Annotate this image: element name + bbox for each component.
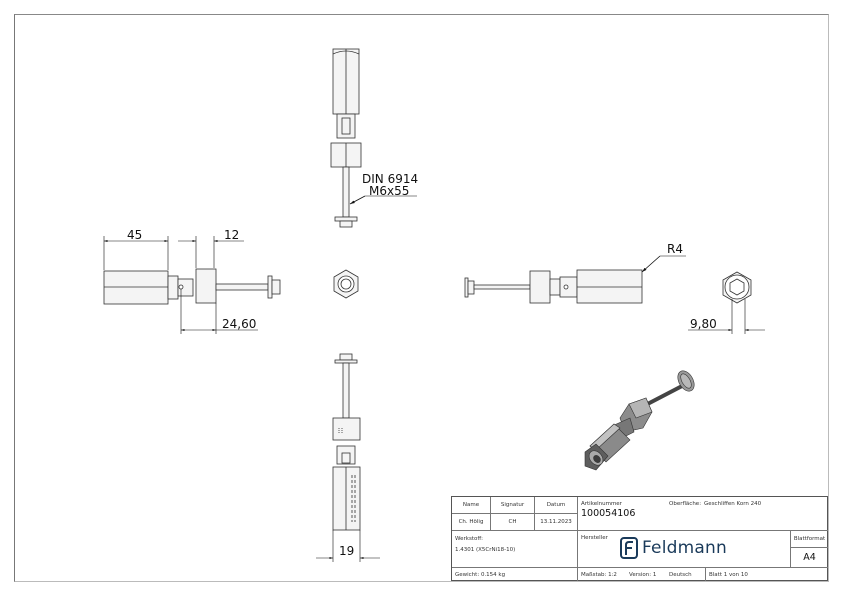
right-end-dimensions (688, 299, 765, 334)
din-callout: DIN 6914 M6x55 (349, 172, 418, 205)
bottom-view-dimensions (316, 530, 380, 562)
surface-value: Geschliffen Korn 240 (704, 501, 762, 507)
isometric-view (584, 370, 695, 471)
dim-24-60: 24,60 (222, 317, 256, 331)
manufacturer-label: Hersteller (581, 535, 608, 541)
scale: Maßstab: 1:2 (581, 571, 617, 578)
surface-label: Oberfläche: (669, 501, 702, 507)
version: Version: 1 (629, 571, 657, 578)
dim-19: 19 (339, 544, 354, 558)
manufacturer-cell: Hersteller (578, 531, 791, 568)
top-view (330, 48, 362, 228)
bottom-view (332, 353, 361, 531)
left-view-dimensions (103, 236, 258, 334)
sheet-number: Blatt 1 von 10 (709, 571, 748, 578)
center-end-view (333, 269, 359, 299)
logo-text: Feldmann (642, 538, 727, 558)
material-label: Werkstoff: (455, 536, 483, 542)
sheet-format-value: A4 (791, 548, 828, 568)
svg-text:R4: R4 (667, 242, 683, 256)
dim-12: 12 (224, 228, 239, 242)
drawer-signature: CH (491, 514, 535, 531)
header-signature: Signatur (491, 497, 535, 514)
sheet-format-label: Blattformat (791, 531, 828, 548)
drawing-frame (14, 14, 829, 582)
svg-text:M6x55: M6x55 (369, 184, 409, 198)
dim-45: 45 (127, 228, 142, 242)
article-cell: Artikelnummer Oberfläche: Geschliffen Ko… (578, 497, 828, 531)
svg-text:DIN 6914: DIN 6914 (362, 172, 418, 186)
left-view (103, 268, 281, 305)
header-date: Datum (535, 497, 578, 514)
drawer-name: Ch. Hölig (452, 514, 491, 531)
article-label: Artikelnummer (581, 501, 622, 507)
material-value: 1.4301 (X5CrNi18-10) (455, 547, 516, 553)
dim-9-80: 9,80 (690, 317, 717, 331)
scale-version-language: Maßstab: 1:2 Version: 1 Deutsch (578, 568, 706, 581)
right-end-view (722, 271, 752, 304)
drawing-date: 13.11.2023 (535, 514, 578, 531)
title-block: Name Signatur Datum Ch. Hölig CH 13.11.2… (451, 496, 828, 581)
right-view (464, 269, 643, 304)
feldmann-logo: Feldmann (620, 537, 727, 559)
language: Deutsch (669, 571, 692, 578)
feldmann-f-icon (620, 537, 638, 559)
article-number: 100054106 (581, 508, 636, 519)
weight: Gewicht: 0.154 kg (452, 568, 578, 581)
radius-callout: R4 (641, 242, 686, 273)
header-name: Name (452, 497, 491, 514)
material-cell: Werkstoff: 1.4301 (X5CrNi18-10) (452, 531, 578, 568)
